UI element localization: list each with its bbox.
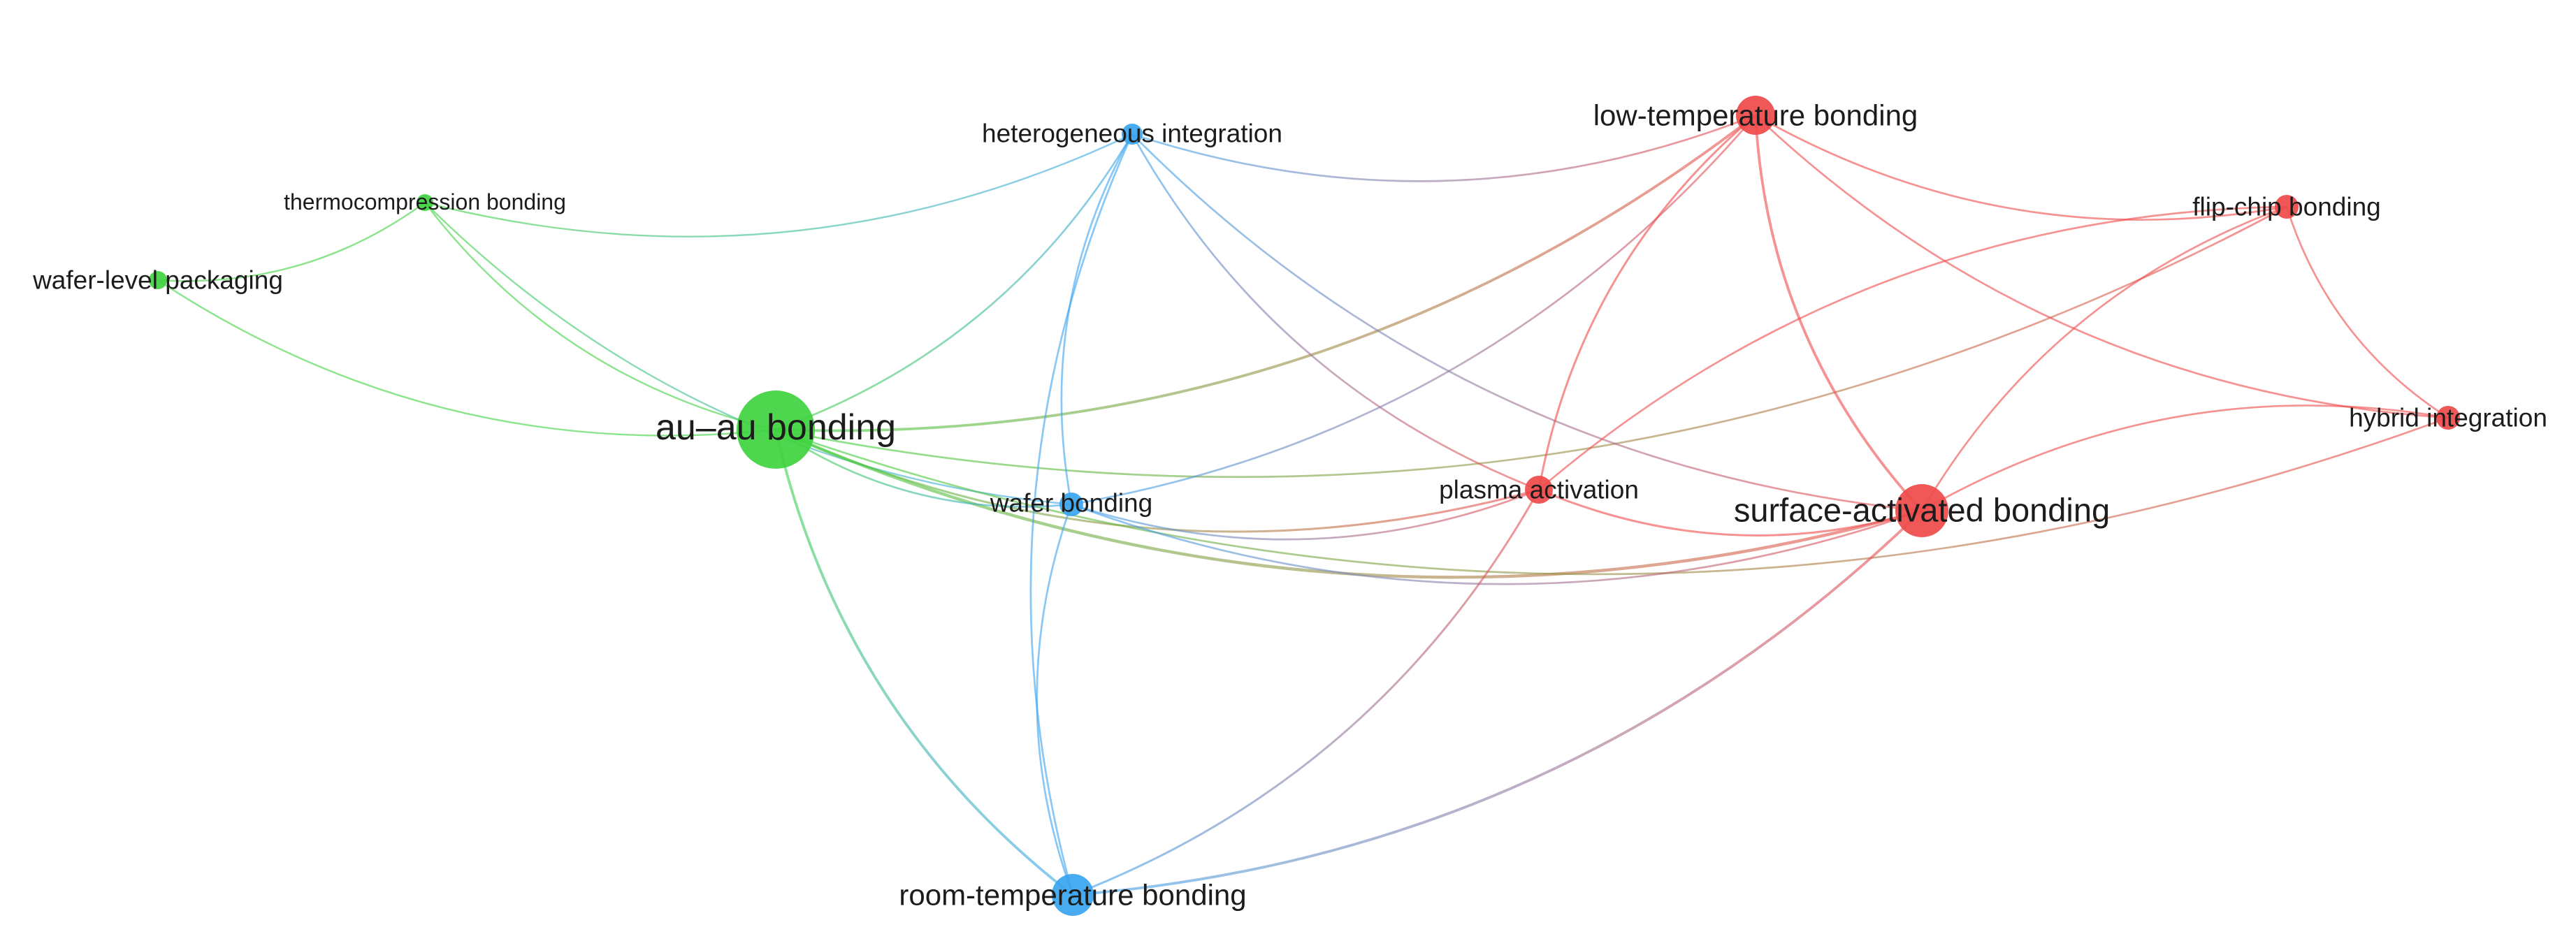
edge-room-plasma <box>1071 488 1540 896</box>
nodes-layer <box>149 96 2460 916</box>
node-au-au[interactable] <box>737 391 815 469</box>
edge-au-au-room <box>774 428 1074 896</box>
edge-flip-sab <box>1920 205 2288 512</box>
edge-wafer-lowtemp <box>1070 114 1757 506</box>
node-plasma[interactable] <box>1525 476 1553 504</box>
edge-lowtemp-hybrid <box>1754 114 2450 419</box>
edge-wlp-thermo <box>157 201 426 282</box>
edge-hetero-lowtemp <box>1131 114 1757 182</box>
node-label-lowtemp: low-temperature bonding <box>1593 99 1918 132</box>
edge-au-au-lowtemp <box>774 114 1757 432</box>
node-label-wlp: wafer-level packaging <box>32 266 283 295</box>
node-wafer[interactable] <box>1059 493 1083 516</box>
edge-wafer-sab <box>1070 503 1923 585</box>
edge-hybrid-sab <box>1920 404 2450 512</box>
edge-au-au-plasma <box>774 428 1540 533</box>
edge-au-au-hetero <box>774 133 1134 431</box>
node-label-wafer: wafer bonding <box>990 489 1152 518</box>
node-lowtemp[interactable] <box>1736 96 1775 135</box>
edges-layer <box>157 114 2450 896</box>
node-wlp[interactable] <box>149 271 167 289</box>
edge-hetero-room <box>1029 133 1134 896</box>
node-thermo[interactable] <box>417 194 433 211</box>
edge-au-au-wafer <box>774 428 1073 508</box>
edge-hetero-sab <box>1131 133 1923 512</box>
edge-lowtemp-flip <box>1754 114 2288 221</box>
node-hybrid[interactable] <box>2436 406 2460 430</box>
edge-wafer-room <box>1036 503 1074 896</box>
edge-au-au-hybrid <box>774 416 2450 576</box>
edge-wafer-plasma <box>1070 488 1540 541</box>
edge-flip-hybrid <box>2285 205 2450 419</box>
edge-au-au-flip <box>774 205 2288 479</box>
edge-thermo-hetero <box>424 133 1134 238</box>
node-label-sab: surface-activated bonding <box>1734 492 2110 529</box>
node-label-hybrid: hybrid integration <box>2349 404 2547 432</box>
node-label-au-au: au–au bonding <box>656 407 896 448</box>
node-label-thermo: thermocompression bonding <box>284 189 566 214</box>
edge-hetero-plasma <box>1131 133 1540 491</box>
edge-thermo-au-au <box>424 201 777 431</box>
node-sab[interactable] <box>1895 484 1948 537</box>
node-label-plasma: plasma activation <box>1439 476 1639 504</box>
edge-wlp-au-au <box>157 279 777 437</box>
edge-room-sab <box>1071 509 1923 896</box>
node-flip[interactable] <box>2275 195 2299 219</box>
edge-plasma-sab <box>1537 488 1923 537</box>
node-label-flip: flip-chip bonding <box>2192 193 2380 221</box>
labels-layer: au–au bonding thermocompression bonding wa… <box>32 99 2547 912</box>
node-hetero[interactable] <box>1122 124 1143 145</box>
edge-lowtemp-sab <box>1754 114 1923 512</box>
edge-lowtemp-plasma <box>1537 114 1757 491</box>
node-label-hetero: heterogeneous integration <box>982 119 1282 148</box>
node-label-room: room-temperature bonding <box>899 879 1246 912</box>
node-room[interactable] <box>1052 874 1094 916</box>
edge-flip-plasma <box>1537 205 2288 491</box>
edge-thermo-wafer <box>424 201 1073 506</box>
